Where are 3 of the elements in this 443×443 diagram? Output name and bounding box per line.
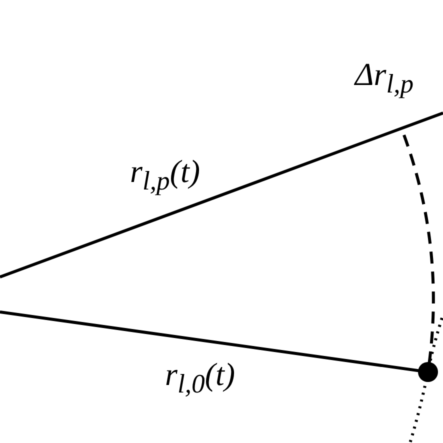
math-label: r$_{l,p}$(t) [130, 155, 200, 194]
math-label: r$_{l,0}$(t) [165, 358, 236, 398]
math-label: Δr$_{l,p}$ [355, 58, 414, 98]
